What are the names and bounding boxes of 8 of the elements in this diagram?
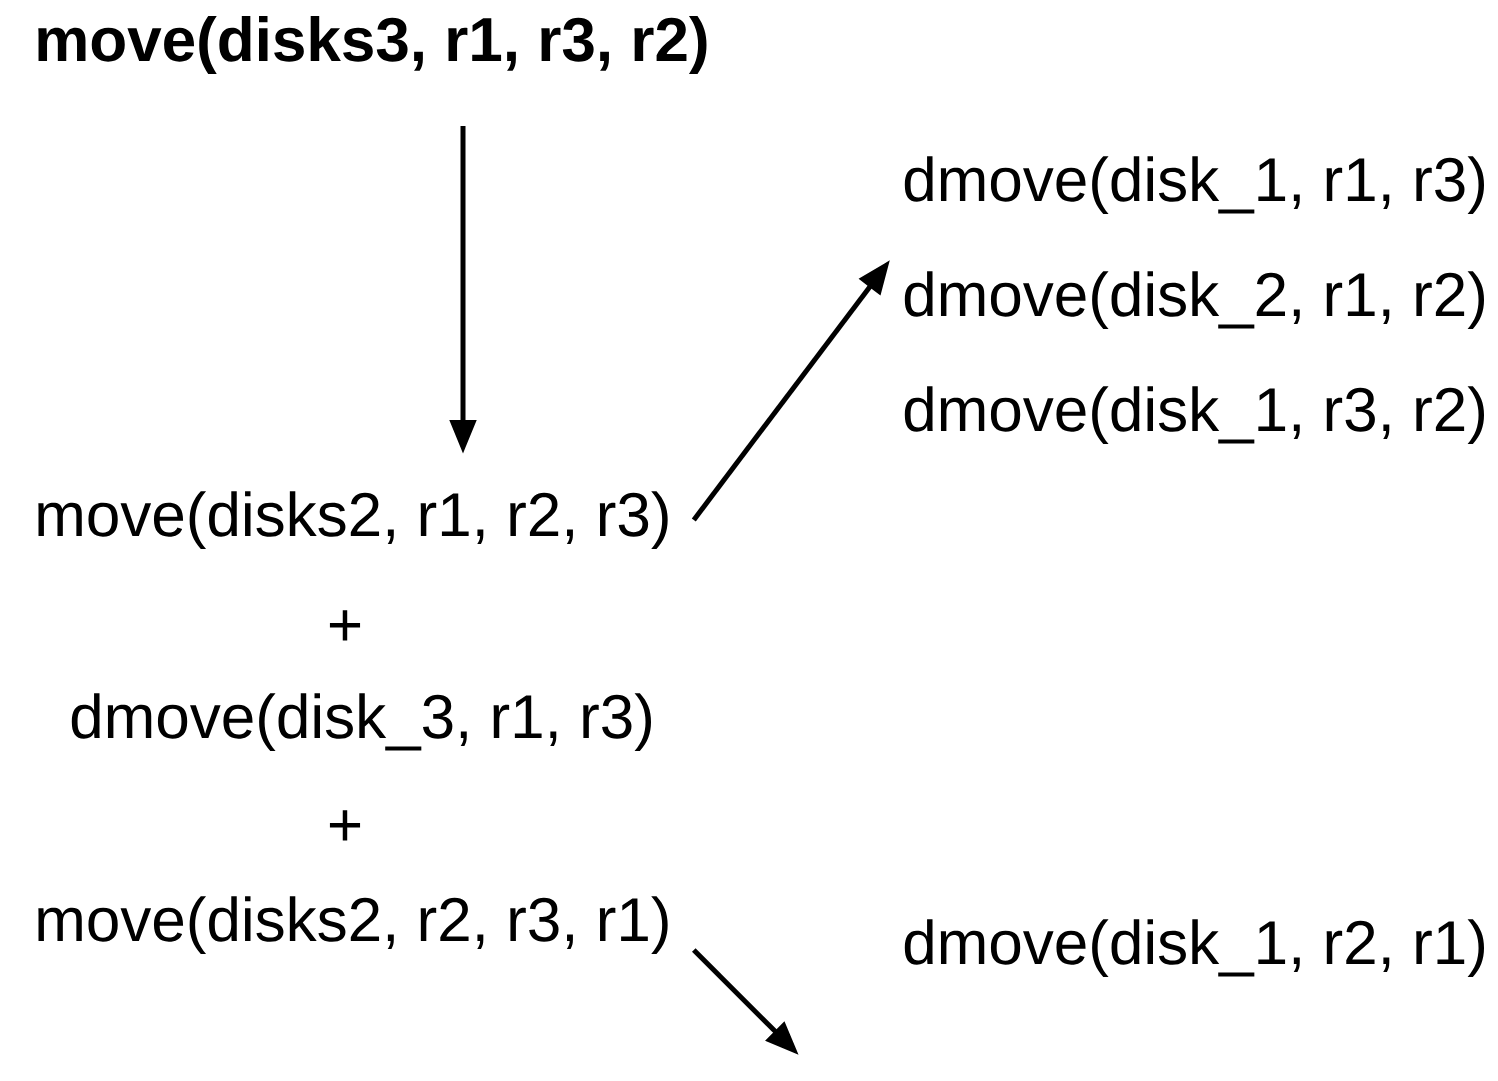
function-call-text: dmove(disk_3, r1, r3)	[71, 693, 651, 751]
plus-sign: +	[329, 610, 361, 641]
function-call-text: move(disks2, r2, r3, r1)	[38, 896, 668, 954]
function-call-text: move(disks2, r1, r2, r3)	[38, 491, 668, 549]
function-call-text: dmove(disk_1, r1, r3) dmove(disk_2, r1, r2) dmove(disk_1, r3, r2)	[904, 156, 1484, 444]
function-call-text: dmove(disk_1, r2, r1)	[904, 919, 1484, 977]
plus-sign: +	[329, 810, 361, 841]
function-call-text: move(disks3, r1, r3, r2)	[38, 16, 707, 74]
